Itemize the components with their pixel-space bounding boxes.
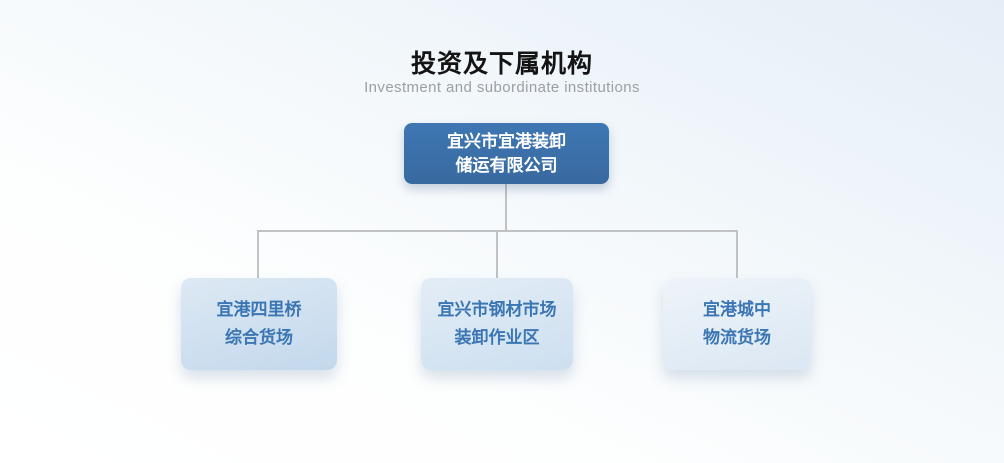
org-node-chengzhong-logistics-yard: 宜港城中 物流货场 bbox=[663, 278, 811, 370]
page-title: 投资及下属机构 bbox=[410, 50, 593, 78]
org-node-label-line: 宜港城中 bbox=[703, 300, 771, 319]
org-node-silimqiao-yard: 宜港四里桥 综合货场 bbox=[181, 278, 337, 370]
org-node-root-line-1: 宜兴市宜港装卸 bbox=[447, 131, 566, 151]
org-node-label-line: 综合货场 bbox=[225, 328, 293, 347]
org-node-label-line: 宜港四里桥 bbox=[216, 300, 302, 319]
org-node-label-line: 装卸作业区 bbox=[454, 328, 540, 347]
org-node-root: 宜兴市宜港装卸 储运有限公司 bbox=[404, 123, 609, 184]
connector-child-2-vertical bbox=[496, 231, 498, 278]
org-node-label-line: 物流货场 bbox=[703, 328, 771, 347]
connector-root-vertical bbox=[505, 184, 507, 231]
org-node-label-line: 宜兴市钢材市场 bbox=[437, 300, 557, 319]
org-node-steel-market-area: 宜兴市钢材市场 装卸作业区 bbox=[421, 278, 573, 370]
connector-child-3-vertical bbox=[736, 231, 738, 278]
page-subtitle: Investment and subordinate institutions bbox=[364, 79, 640, 96]
org-node-root-line-2: 储运有限公司 bbox=[455, 155, 558, 175]
connector-child-1-vertical bbox=[257, 231, 259, 278]
